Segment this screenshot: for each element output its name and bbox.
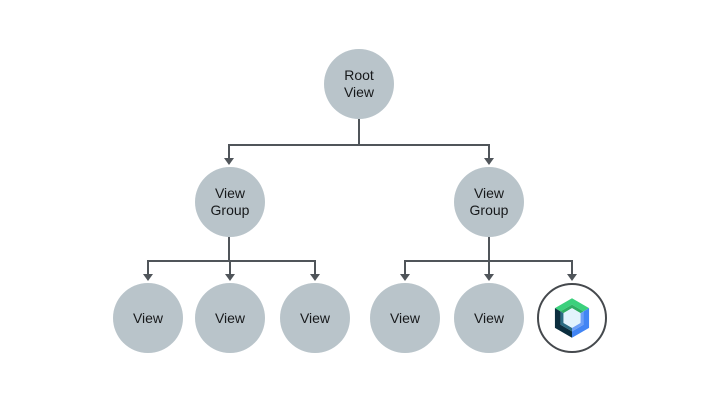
- connector-viewgroup-left-stub: [228, 237, 230, 262]
- connector-to-view-4: [404, 262, 406, 274]
- node-view-2-label: View: [214, 309, 246, 326]
- connector-viewgroup-right-stub: [488, 237, 490, 262]
- node-root-view-label: Root View: [343, 67, 375, 100]
- connector-to-view-3: [314, 262, 316, 274]
- connector-to-view-1: [147, 262, 149, 274]
- connector-level1-horizontal: [228, 144, 490, 146]
- node-view-5: View: [454, 283, 524, 353]
- connector-to-compose-node: [571, 262, 573, 274]
- compose-logo-left-face: [554, 308, 572, 338]
- node-view-4-label: View: [389, 309, 421, 326]
- node-view-5-label: View: [473, 309, 505, 326]
- node-view-group-right: View Group: [454, 167, 524, 237]
- arrowhead-compose-node-icon: [567, 274, 577, 281]
- compose-logo-top-face: [554, 298, 590, 312]
- connector-left-row-horizontal: [147, 260, 316, 262]
- node-view-group-right-label: View Group: [469, 185, 509, 218]
- node-view-1: View: [113, 283, 183, 353]
- connector-to-view-5: [488, 262, 490, 274]
- connector-right-row-horizontal: [404, 260, 573, 262]
- compose-logo-right-face: [572, 308, 590, 338]
- node-view-group-left-label: View Group: [210, 185, 250, 218]
- node-view-3-label: View: [299, 309, 331, 326]
- arrowhead-viewgroup-left-icon: [224, 158, 234, 165]
- arrowhead-viewgroup-right-icon: [484, 158, 494, 165]
- node-view-group-left: View Group: [195, 167, 265, 237]
- arrowhead-view-1-icon: [143, 274, 153, 281]
- compose-logo-top-bevel: [560, 304, 584, 314]
- arrowhead-view-5-icon: [484, 274, 494, 281]
- arrowhead-view-3-icon: [310, 274, 320, 281]
- node-root-view: Root View: [324, 49, 394, 119]
- node-view-3: View: [280, 283, 350, 353]
- node-view-1-label: View: [132, 309, 164, 326]
- node-compose: [537, 283, 607, 353]
- connector-to-viewgroup-left: [228, 146, 230, 159]
- connector-to-view-2: [229, 262, 231, 274]
- jetpack-compose-logo-icon: [554, 298, 590, 338]
- arrowhead-view-2-icon: [225, 274, 235, 281]
- arrowhead-view-4-icon: [400, 274, 410, 281]
- connector-to-viewgroup-right: [488, 146, 490, 159]
- node-view-2: View: [195, 283, 265, 353]
- connector-root-trunk: [358, 119, 360, 146]
- compose-logo-center-hexagon: [563, 308, 581, 328]
- node-view-4: View: [370, 283, 440, 353]
